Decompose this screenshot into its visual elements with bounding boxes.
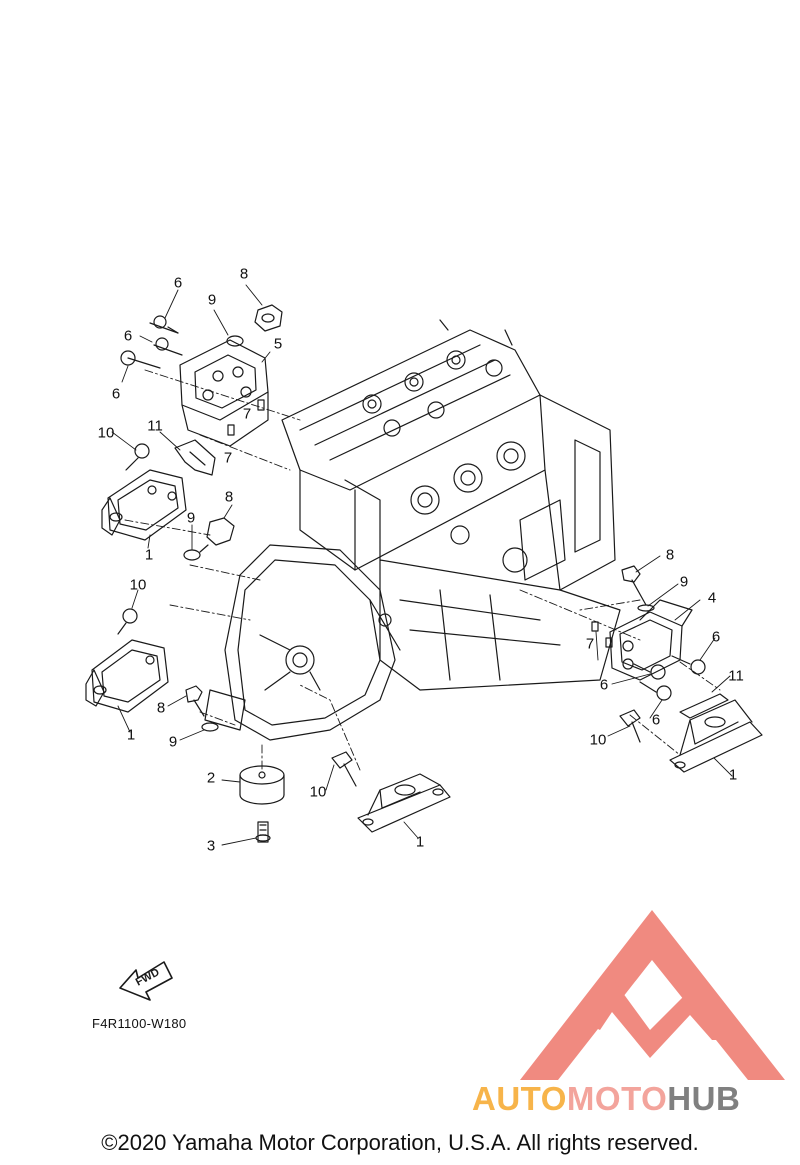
stopper-11-b xyxy=(679,693,729,719)
bolt-3 xyxy=(255,821,271,843)
washer-9-c xyxy=(201,722,219,732)
callout-1: 1 xyxy=(728,766,738,784)
bolt-6-e xyxy=(633,663,666,680)
callout-8: 8 xyxy=(665,546,675,564)
brand-hub: HUB xyxy=(667,1080,741,1117)
callout-8: 8 xyxy=(224,488,234,506)
automotohub-logo xyxy=(520,910,785,1080)
bolt-10-a xyxy=(125,443,150,471)
callout-6: 6 xyxy=(651,711,661,729)
callout-6: 6 xyxy=(173,274,183,292)
callout-8: 8 xyxy=(239,265,249,283)
pin-7-c xyxy=(591,621,599,632)
callout-9: 9 xyxy=(168,733,178,751)
bolt-6-a xyxy=(149,315,179,334)
callout-10: 10 xyxy=(589,731,607,749)
callout-7: 7 xyxy=(585,635,595,653)
callout-6: 6 xyxy=(123,327,133,345)
washer-9-d xyxy=(637,604,655,612)
copyright-notice: ©2020 Yamaha Motor Corporation, U.S.A. A… xyxy=(101,1130,699,1155)
callout-11: 11 xyxy=(147,417,163,435)
callout-3: 3 xyxy=(206,837,216,855)
bolt-6-b xyxy=(153,337,183,356)
callout-6: 6 xyxy=(599,676,609,694)
automotohub-wordmark: AUTOMOTOHUB xyxy=(472,1082,740,1115)
bolt-10-d xyxy=(619,709,641,743)
bolt-8-c xyxy=(185,685,205,717)
callout-1: 1 xyxy=(415,833,425,851)
washer-9-a xyxy=(226,335,244,347)
callout-2: 2 xyxy=(206,769,216,787)
callout-9: 9 xyxy=(679,573,689,591)
bolt-6-d xyxy=(671,655,706,675)
callout-6: 6 xyxy=(711,628,721,646)
callout-7: 7 xyxy=(223,449,233,467)
engine-block xyxy=(204,319,621,741)
bolt-8-d xyxy=(621,565,647,606)
damper-2 xyxy=(239,765,285,805)
callout-1: 1 xyxy=(144,546,154,564)
washer-9-b xyxy=(183,549,201,561)
pin-7-b xyxy=(227,424,235,436)
callout-10: 10 xyxy=(309,783,327,801)
engine-mount-1-lower-left xyxy=(85,639,169,713)
pin-7-a xyxy=(257,399,265,411)
callout-5: 5 xyxy=(273,335,283,353)
leader-lines xyxy=(111,284,733,846)
callout-11: 11 xyxy=(728,667,744,685)
engine-mount-1-upper-left xyxy=(101,469,187,541)
callout-4: 4 xyxy=(707,589,717,607)
bolt-10-c xyxy=(331,751,357,787)
nut-8-b xyxy=(199,517,235,553)
mount-bracket-right xyxy=(609,599,693,681)
engine-mount-1-right xyxy=(669,699,763,773)
callout-6: 6 xyxy=(111,385,121,403)
stopper-11-a xyxy=(174,439,216,476)
callout-9: 9 xyxy=(186,509,196,527)
pin-7-d xyxy=(605,637,613,648)
callout-8: 8 xyxy=(156,699,166,717)
engine-mount-1-bottom-center xyxy=(357,773,451,833)
bolt-10-b xyxy=(117,608,138,635)
diagram-part-code: F4R1100-W180 xyxy=(92,1016,187,1031)
mount-bracket-upper-left xyxy=(179,339,269,447)
fwd-arrow-icon: FWD xyxy=(119,961,173,1001)
bolt-6-f xyxy=(639,681,672,701)
callout-10: 10 xyxy=(129,576,147,594)
centerlines xyxy=(124,369,721,771)
callout-10: 10 xyxy=(97,424,115,442)
nut-8-a xyxy=(254,304,283,332)
brand-auto: AUTO xyxy=(472,1080,567,1117)
callout-9: 9 xyxy=(207,291,217,309)
callout-7: 7 xyxy=(242,405,252,423)
callout-1: 1 xyxy=(126,726,136,744)
brand-moto: MOTO xyxy=(566,1080,668,1117)
bolt-6-c xyxy=(120,350,161,369)
